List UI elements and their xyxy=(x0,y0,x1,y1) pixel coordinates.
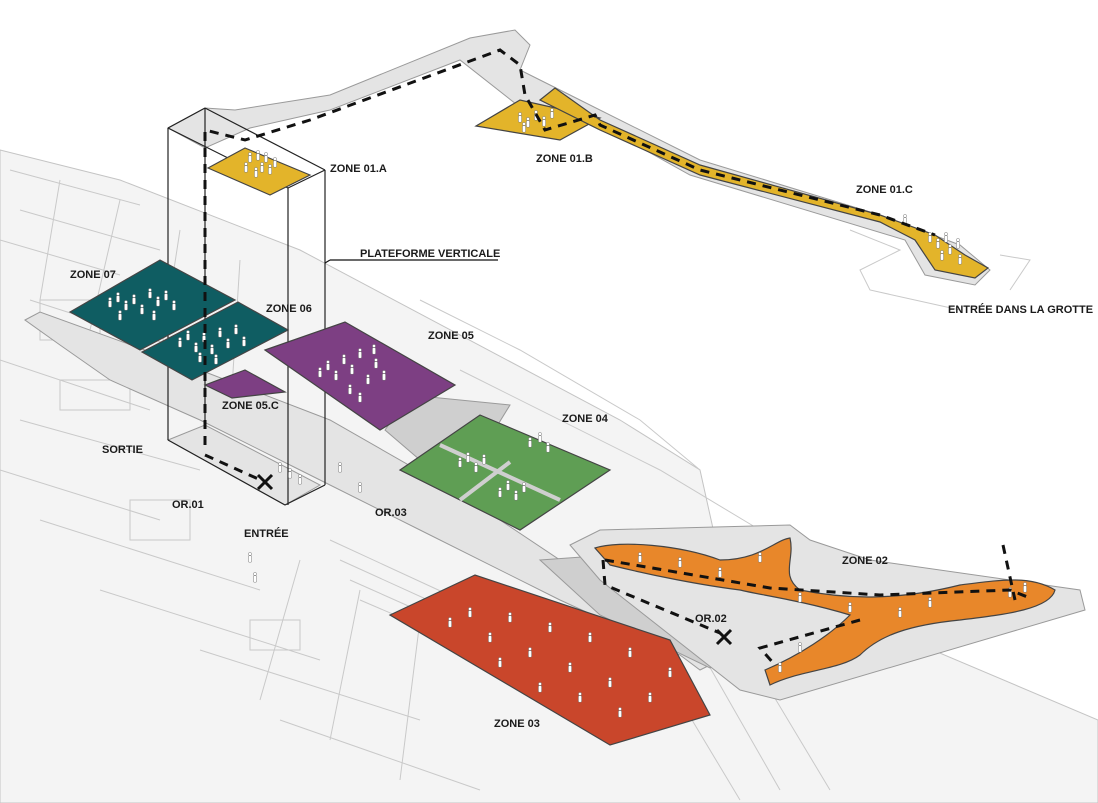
zone-01a-area xyxy=(206,147,312,196)
label-sortie: SORTIE xyxy=(102,444,143,456)
label-or02: OR.02 xyxy=(695,613,727,625)
label-zone-01a: ZONE 01.A xyxy=(330,163,387,175)
zone-05c-area xyxy=(203,369,287,399)
zone-06-area xyxy=(140,301,290,381)
label-zone-05: ZONE 05 xyxy=(428,330,474,342)
zone-05c-shape xyxy=(203,369,287,399)
label-entree-grotte: ENTRÉE DANS LA GROTTE xyxy=(948,303,1093,316)
zone-01a-shape xyxy=(206,147,312,196)
label-entree: ENTRÉE xyxy=(244,527,289,540)
zone-03-shape xyxy=(388,574,711,746)
visitor-route xyxy=(203,48,1031,666)
zone-07-shape xyxy=(68,259,237,351)
label-zone-01b: ZONE 01.B xyxy=(536,153,593,165)
label-zone-03: ZONE 03 xyxy=(494,718,540,730)
zone-05-shape xyxy=(263,321,457,431)
zone-04-shape xyxy=(398,414,612,531)
zone-04-area xyxy=(398,414,612,531)
zone-05-area xyxy=(263,321,457,431)
label-or01: OR.01 xyxy=(172,499,204,511)
cross-mark-icon xyxy=(256,473,274,491)
zone-01c-shape xyxy=(538,87,990,279)
cross-mark-icon xyxy=(715,628,733,646)
label-plateforme-verticale: PLATEFORME VERTICALE xyxy=(360,248,500,260)
zone-02-area xyxy=(593,537,1056,686)
label-zone-01c: ZONE 01.C xyxy=(856,184,913,196)
zone-06-shape xyxy=(140,301,290,381)
zone-07-area xyxy=(68,259,237,351)
label-zone-06: ZONE 06 xyxy=(266,303,312,315)
plateforme-leader-tick xyxy=(324,259,331,264)
zone-03-area xyxy=(388,574,711,746)
zone-01c-area xyxy=(538,87,990,279)
label-or03: OR.03 xyxy=(375,507,407,519)
zone-02-shape xyxy=(593,537,1056,686)
label-zone-05c: ZONE 05.C xyxy=(222,400,279,412)
upper-walkway xyxy=(166,29,991,286)
label-zone-07: ZONE 07 xyxy=(70,269,116,281)
label-zone-04: ZONE 04 xyxy=(562,413,609,425)
label-zone-02: ZONE 02 xyxy=(842,555,888,567)
